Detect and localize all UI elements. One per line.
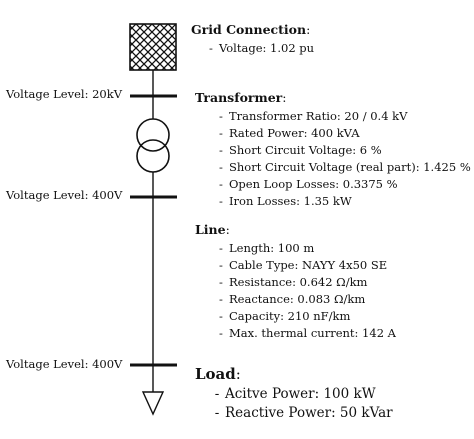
- transformer-title: Transformer: [195, 90, 283, 105]
- list-item: -Reactance: 0.083 Ω/km: [219, 292, 366, 306]
- load-heading: Load:: [195, 365, 241, 383]
- transformer-info: Transformer: -Transformer Ratio: 20 / 0.…: [195, 90, 471, 210]
- list-item: -Rated Power: 400 kVA: [219, 126, 360, 140]
- list-item: -Transformer Ratio: 20 / 0.4 kV: [219, 109, 408, 123]
- load-list: -Acitve Power: 100 kW -Reactive Power: 5…: [195, 385, 393, 423]
- line-info: Line: -Length: 100 m -Cable Type: NAYY 4…: [195, 222, 396, 342]
- bus-label-20kv: Voltage Level: 20kV: [6, 87, 123, 101]
- list-item: -Voltage: 1.02 pu: [209, 41, 315, 55]
- transformer-list: -Transformer Ratio: 20 / 0.4 kV -Rated P…: [195, 108, 471, 210]
- list-item: -Resistance: 0.642 Ω/km: [219, 275, 368, 289]
- load-info: Load: -Acitve Power: 100 kW -Reactive Po…: [195, 365, 393, 423]
- list-item: -Short Circuit Voltage (real part): 1.42…: [219, 160, 471, 174]
- bus-label-400v-2: Voltage Level: 400V: [6, 357, 123, 371]
- grid-connection-symbol: [129, 23, 177, 71]
- line-heading: Line:: [195, 222, 230, 237]
- list-item: -Reactive Power: 50 kVar: [214, 405, 393, 421]
- list-item: -Short Circuit Voltage: 6 %: [219, 143, 382, 157]
- grid-connection-info: Grid Connection: -Voltage: 1.02 pu: [191, 22, 314, 57]
- transformer-symbol: [136, 118, 170, 173]
- transformer-heading: Transformer:: [195, 90, 287, 105]
- list-item: -Max. thermal current: 142 A: [219, 326, 396, 340]
- list-item: -Iron Losses: 1.35 kW: [219, 194, 352, 208]
- grid-connection-title: Grid Connection: [191, 22, 307, 37]
- bus-label-400v-1: Voltage Level: 400V: [6, 188, 123, 202]
- grid-connection-list: -Voltage: 1.02 pu: [191, 40, 314, 57]
- grid-connection-heading: Grid Connection:: [191, 22, 311, 37]
- list-item: -Length: 100 m: [219, 241, 315, 255]
- list-item: -Open Loop Losses: 0.3375 %: [219, 177, 398, 191]
- load-arrow-symbol: [141, 391, 165, 416]
- list-item: -Acitve Power: 100 kW: [214, 386, 376, 402]
- list-item: -Capacity: 210 nF/km: [219, 309, 351, 323]
- line-list: -Length: 100 m -Cable Type: NAYY 4x50 SE…: [195, 240, 396, 342]
- line-title: Line: [195, 222, 226, 237]
- load-title: Load: [195, 365, 236, 383]
- list-item: -Cable Type: NAYY 4x50 SE: [219, 258, 388, 272]
